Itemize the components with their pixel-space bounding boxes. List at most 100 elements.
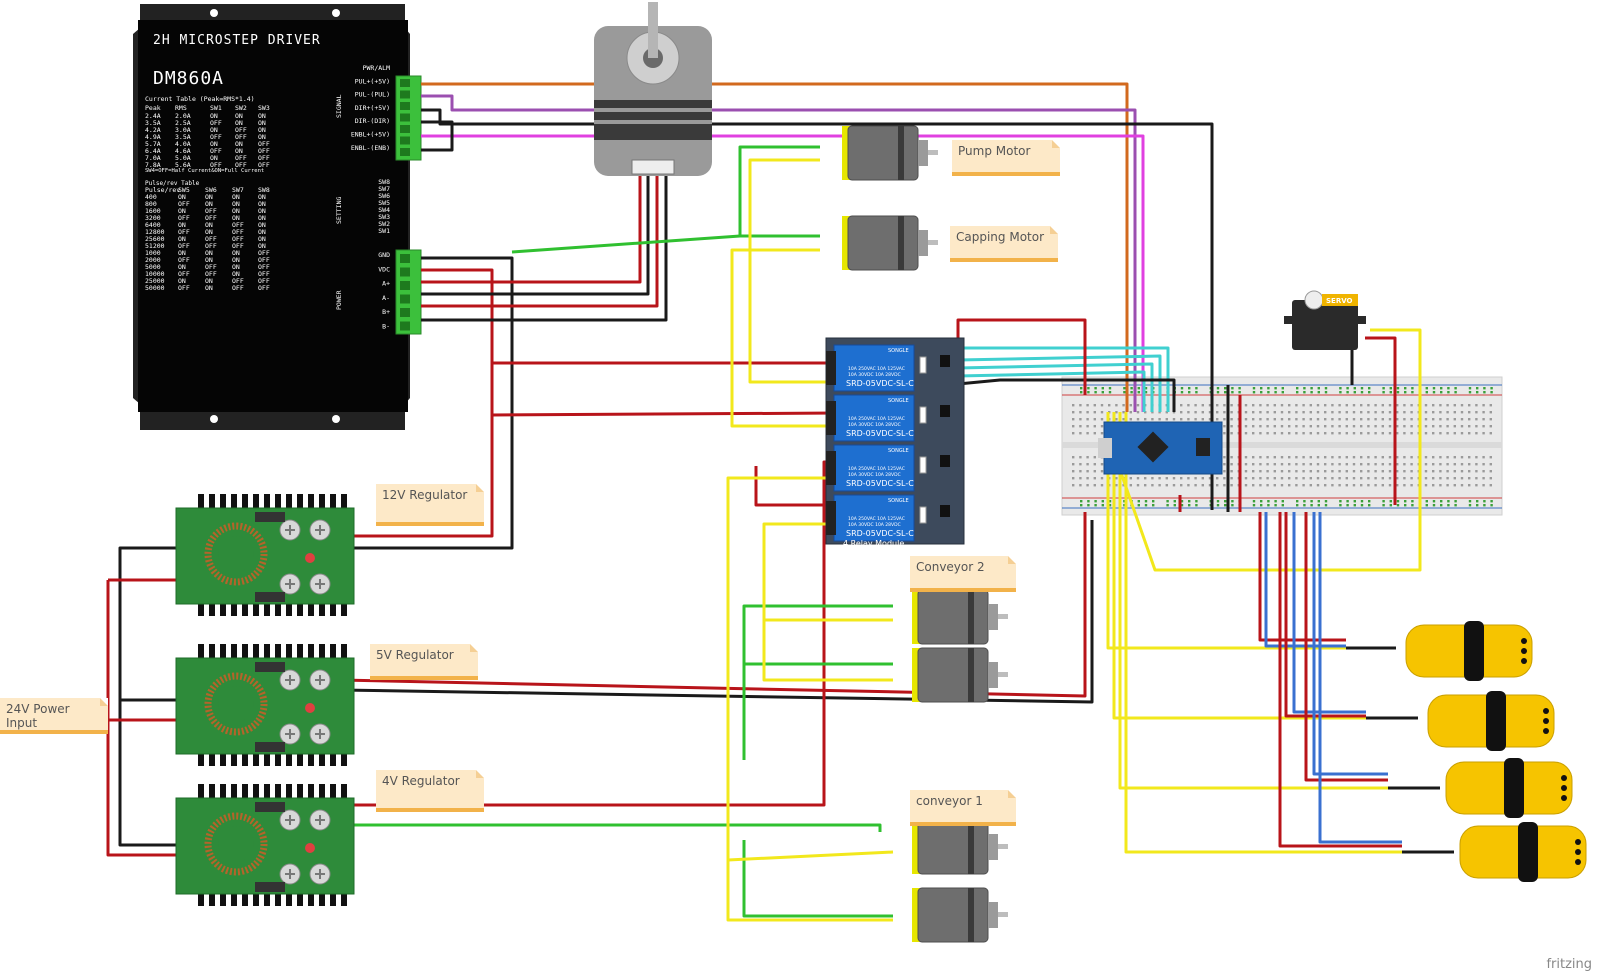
rail-hole[interactable] bbox=[1216, 387, 1220, 390]
breadboard-hole[interactable] bbox=[1316, 432, 1320, 435]
breadboard-hole[interactable] bbox=[1424, 425, 1428, 428]
rail-hole[interactable] bbox=[1094, 387, 1097, 390]
breadboard-hole[interactable] bbox=[1360, 432, 1363, 435]
breadboard-hole[interactable] bbox=[1453, 432, 1456, 435]
breadboard-hole[interactable] bbox=[1136, 411, 1140, 414]
rail-hole[interactable] bbox=[1260, 391, 1263, 394]
breadboard-hole[interactable] bbox=[1360, 404, 1363, 407]
breadboard-hole[interactable] bbox=[1432, 456, 1435, 459]
breadboard-hole[interactable] bbox=[1460, 463, 1464, 466]
breadboard-hole[interactable] bbox=[1244, 456, 1248, 459]
rail-hole[interactable] bbox=[1353, 504, 1356, 507]
breadboard-hole[interactable] bbox=[1093, 456, 1096, 459]
breadboard-hole[interactable] bbox=[1331, 470, 1334, 473]
rail-hole[interactable] bbox=[1296, 387, 1299, 390]
breadboard-hole[interactable] bbox=[1302, 470, 1305, 473]
breadboard-hole[interactable] bbox=[1367, 456, 1370, 459]
breadboard-hole[interactable] bbox=[1100, 418, 1104, 421]
rail-hole[interactable] bbox=[1101, 391, 1104, 394]
rail-hole[interactable] bbox=[1411, 387, 1414, 390]
breadboard-hole[interactable] bbox=[1374, 477, 1377, 480]
breadboard-hole[interactable] bbox=[1273, 470, 1276, 473]
rail-hole[interactable] bbox=[1483, 504, 1486, 507]
breadboard-hole[interactable] bbox=[1180, 404, 1183, 407]
breadboard-hole[interactable] bbox=[1252, 477, 1255, 480]
breadboard-hole[interactable] bbox=[1338, 456, 1341, 459]
rail-hole[interactable] bbox=[1123, 500, 1126, 503]
rail-hole[interactable] bbox=[1252, 387, 1256, 390]
breadboard-hole[interactable] bbox=[1288, 463, 1291, 466]
breadboard-hole[interactable] bbox=[1352, 456, 1356, 459]
rail-hole[interactable] bbox=[1094, 504, 1097, 507]
rail-hole[interactable] bbox=[1281, 391, 1284, 394]
rail-hole[interactable] bbox=[1281, 387, 1284, 390]
breadboard-hole[interactable] bbox=[1324, 411, 1327, 414]
breadboard-hole[interactable] bbox=[1259, 456, 1262, 459]
rail-hole[interactable] bbox=[1353, 391, 1356, 394]
breadboard-hole[interactable] bbox=[1266, 418, 1269, 421]
breadboard-hole[interactable] bbox=[1396, 411, 1399, 414]
rail-hole[interactable] bbox=[1440, 500, 1443, 503]
breadboard-hole[interactable] bbox=[1295, 425, 1298, 428]
breadboard-hole[interactable] bbox=[1180, 484, 1183, 487]
breadboard-hole[interactable] bbox=[1345, 425, 1348, 428]
breadboard-hole[interactable] bbox=[1093, 411, 1096, 414]
breadboard-hole[interactable] bbox=[1079, 418, 1082, 421]
rail-hole[interactable] bbox=[1130, 391, 1133, 394]
breadboard-hole[interactable] bbox=[1439, 432, 1442, 435]
breadboard-hole[interactable] bbox=[1216, 484, 1219, 487]
breadboard-hole[interactable] bbox=[1079, 456, 1082, 459]
rail-hole[interactable] bbox=[1425, 500, 1428, 503]
breadboard-hole[interactable] bbox=[1460, 470, 1464, 473]
breadboard-hole[interactable] bbox=[1295, 404, 1298, 407]
breadboard-hole[interactable] bbox=[1410, 463, 1413, 466]
breadboard-hole[interactable] bbox=[1439, 404, 1442, 407]
rail-hole[interactable] bbox=[1173, 504, 1176, 507]
breadboard-hole[interactable] bbox=[1439, 470, 1442, 473]
rail-hole[interactable] bbox=[1454, 504, 1457, 507]
breadboard-hole[interactable] bbox=[1172, 418, 1176, 421]
breadboard-hole[interactable] bbox=[1079, 425, 1082, 428]
rail-hole[interactable] bbox=[1137, 391, 1140, 394]
rail-hole[interactable] bbox=[1339, 391, 1342, 394]
breadboard-hole[interactable] bbox=[1273, 456, 1276, 459]
rail-hole[interactable] bbox=[1144, 500, 1148, 503]
breadboard-hole[interactable] bbox=[1403, 470, 1406, 473]
breadboard-hole[interactable] bbox=[1309, 418, 1312, 421]
breadboard-hole[interactable] bbox=[1280, 463, 1284, 466]
breadboard-hole[interactable] bbox=[1388, 425, 1392, 428]
breadboard-hole[interactable] bbox=[1259, 484, 1262, 487]
breadboard-hole[interactable] bbox=[1151, 484, 1154, 487]
rail-hole[interactable] bbox=[1137, 500, 1140, 503]
breadboard-hole[interactable] bbox=[1352, 418, 1356, 421]
breadboard-hole[interactable] bbox=[1388, 456, 1392, 459]
breadboard-hole[interactable] bbox=[1475, 418, 1478, 421]
breadboard-hole[interactable] bbox=[1424, 418, 1428, 421]
breadboard-hole[interactable] bbox=[1381, 463, 1384, 466]
rail-hole[interactable] bbox=[1080, 504, 1083, 507]
breadboard-hole[interactable] bbox=[1388, 470, 1392, 473]
breadboard-hole[interactable] bbox=[1252, 456, 1255, 459]
breadboard-hole[interactable] bbox=[1288, 411, 1291, 414]
breadboard-hole[interactable] bbox=[1230, 418, 1233, 421]
breadboard-hole[interactable] bbox=[1489, 463, 1492, 466]
rail-hole[interactable] bbox=[1296, 500, 1299, 503]
breadboard-hole[interactable] bbox=[1381, 411, 1384, 414]
breadboard-hole[interactable] bbox=[1316, 425, 1320, 428]
breadboard-hole[interactable] bbox=[1115, 404, 1118, 407]
breadboard-hole[interactable] bbox=[1158, 484, 1161, 487]
rail-hole[interactable] bbox=[1303, 387, 1306, 390]
rail-hole[interactable] bbox=[1368, 500, 1371, 503]
breadboard-hole[interactable] bbox=[1396, 456, 1399, 459]
breadboard-hole[interactable] bbox=[1115, 484, 1118, 487]
rail-hole[interactable] bbox=[1310, 504, 1313, 507]
breadboard-hole[interactable] bbox=[1266, 484, 1269, 487]
breadboard-hole[interactable] bbox=[1338, 484, 1341, 487]
breadboard-hole[interactable] bbox=[1360, 484, 1363, 487]
breadboard-hole[interactable] bbox=[1165, 411, 1168, 414]
breadboard-hole[interactable] bbox=[1446, 404, 1449, 407]
breadboard-hole[interactable] bbox=[1460, 404, 1464, 407]
breadboard-hole[interactable] bbox=[1403, 456, 1406, 459]
breadboard-hole[interactable] bbox=[1280, 432, 1284, 435]
breadboard-hole[interactable] bbox=[1352, 484, 1356, 487]
